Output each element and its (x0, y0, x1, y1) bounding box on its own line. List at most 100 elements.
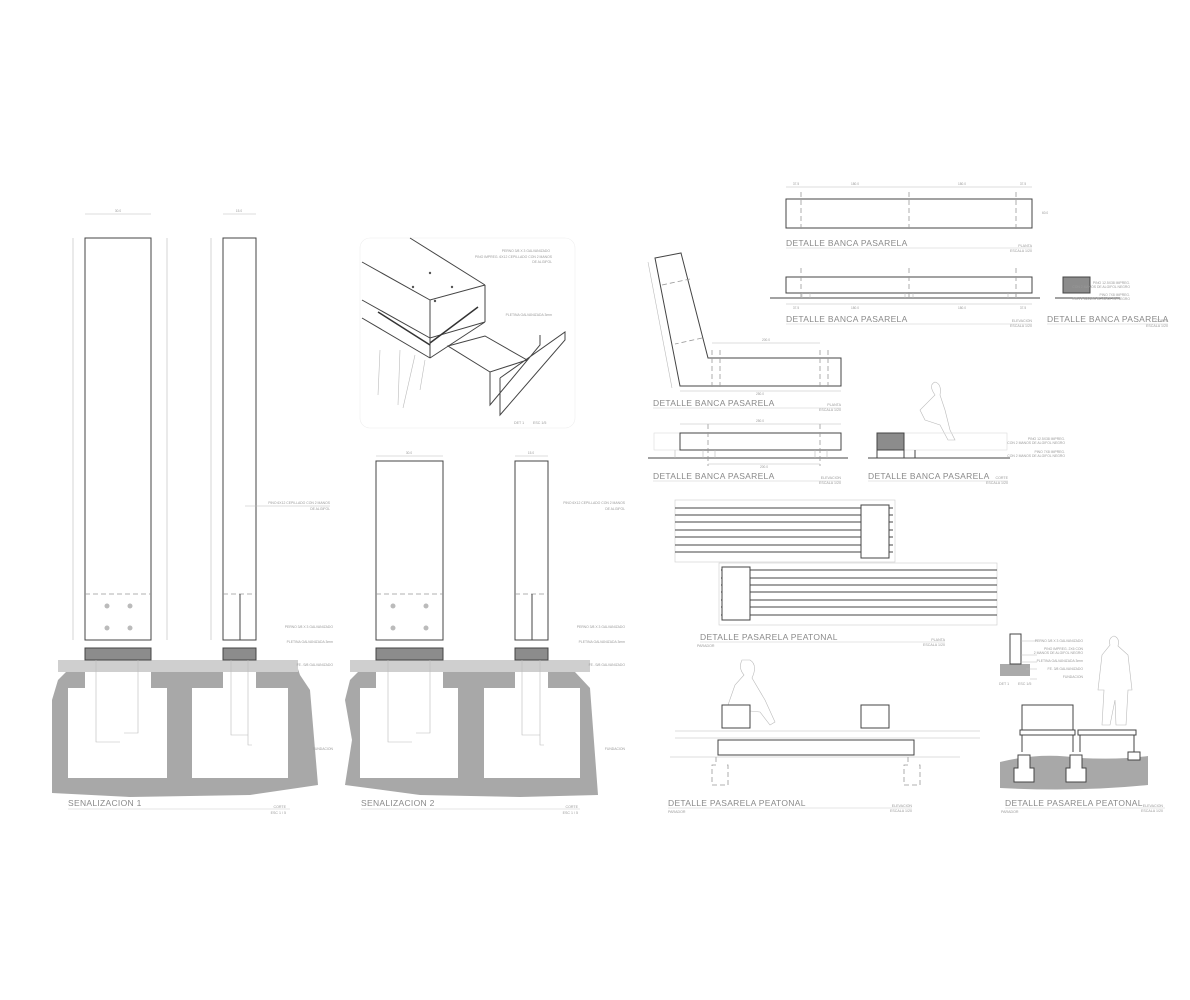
subtitle: PARADOR (668, 810, 686, 814)
scale-label: ESC 1 / 5 (563, 811, 578, 815)
note-bolt: PERNO 3/8 X 3 GALVANIZADO (502, 249, 551, 253)
note-leg-2: CON 2 MANOS DE ALGIFOL NEGRO (1007, 454, 1065, 458)
scale-label: ESCALA 1/20 (819, 481, 841, 485)
drawing-title: DETALLE BANCA PASARELA (653, 471, 775, 481)
pasarela-elevacion-2: PERNO 3/8 X 3 GALVANIZADO PINO IMPREG. 2… (999, 633, 1165, 814)
dim: 180.0 (851, 306, 859, 310)
note-seat: PINO 12.5X38 IMPREG. (1093, 281, 1130, 285)
note-leg: PINO 7X8 IMPREG. (1099, 293, 1130, 297)
bench (1021, 704, 1074, 731)
det-post (1009, 633, 1022, 665)
note-wood: PINO IMPREG. 6X12 CEPILLADO CON 2 MANOS (475, 255, 553, 259)
det1-isometric: PERNO 3/8 X 3 GALVANIZADO PINO IMPREG. 6… (359, 237, 576, 429)
base-plate (514, 647, 549, 661)
banca-l-corte: PINO 12.5X38 IMPREG. CON 2 MANOS DE ALGI… (868, 381, 1065, 485)
bench (721, 704, 751, 729)
dim-front-width: 30.0 (406, 451, 412, 455)
scale-label: ESC 1 / 5 (271, 811, 286, 815)
scale-label: ESCALA 1/20 (923, 643, 945, 647)
view-label: ELEVACION (1012, 319, 1033, 323)
note-wood-2: DE ALGIFOL (605, 507, 625, 511)
note-wood: PINO IMPREG. 2X6 CON (1044, 647, 1084, 651)
view-label: PLANTA (1018, 244, 1032, 248)
drawing-title: DETALLE BANCA PASARELA (786, 314, 908, 324)
ground-top-layer (58, 660, 298, 672)
dim: 180.0 (958, 182, 966, 186)
drawing-title: DETALLE BANCA PASARELA (868, 471, 990, 481)
dim: 37.5 (793, 306, 799, 310)
view-label: CORTE (995, 476, 1008, 480)
deck (1077, 729, 1137, 736)
deck-beam (717, 739, 915, 756)
scale-label: ESCALA 1/20 (1010, 324, 1032, 328)
note-plate: PLETINA GALVANIZADA 3mm (506, 313, 553, 317)
post-front (375, 460, 444, 641)
drawing-title: DETALLE BANCA PASARELA (653, 398, 775, 408)
post-front (84, 237, 152, 641)
bench-plan (721, 566, 751, 621)
senalizacion-2: 30.0 15.0 PINO 6X12 CEPILLADO CON 2 MANO… (345, 451, 626, 815)
person-silhouette (1097, 635, 1133, 726)
banca-corte: PINO 12.5X38 IMPREG. CON 2 MANOS DE ALGI… (1047, 276, 1169, 328)
view-label: PLANTA (827, 403, 841, 407)
base-plate (375, 647, 444, 661)
note-rebar: FE. /3/8 GALVANIZADO (297, 663, 334, 667)
note-plate: PLETINA GALVANIZADA 3mm (287, 640, 334, 644)
note-bolt: PERNO 3/8 X 3 GALVANIZADO (285, 625, 334, 629)
view-label: PLANTA (931, 638, 945, 642)
dim-front-width: 30.0 (115, 209, 121, 213)
note-leg: PINO 7X8 IMPREG. (1034, 450, 1065, 454)
note-seat-2: CON 2 MANOS DE ALGIFOL NEGRO (1072, 285, 1130, 289)
drawing-title: SENALIZACION 1 (68, 798, 142, 808)
note-leg-2: CON 2 MANOS DE ALGIFOL NEGRO (1072, 297, 1130, 301)
det-label: DET 1 (514, 421, 524, 425)
scale-label: ESCALA 1/20 (986, 481, 1008, 485)
view-label: ELEVACION (1143, 804, 1164, 808)
dim: 250.0 (756, 419, 764, 423)
banca-l-elevacion: 250.0 200.0 DETALLE BANCA PASARELA ELEVA… (648, 419, 848, 485)
senalizacion-1: 30.0 15.0 PINO 6X12 CEPILLADO CON 2 MANO… (52, 209, 334, 815)
note-wood-2: 2 MANOS DE ALGIFOL NEGRO (1034, 651, 1084, 655)
note-wood-2: DE ALGIFOL (532, 260, 552, 264)
det-scale: ESC 1/5 (1018, 682, 1031, 686)
dim: 180.0 (958, 306, 966, 310)
banca-elevacion: 37.5 180.0 180.0 37.5 DETALLE BANCA PASA… (770, 268, 1040, 328)
dim: 180.0 (851, 182, 859, 186)
drawing-title: SENALIZACION 2 (361, 798, 435, 808)
scale-label: ESCALA 1/20 (819, 408, 841, 412)
bench-elevation (679, 432, 842, 451)
banca-l-planta: 200.0 250.0 DETALLE BANCA PASARELA PLANT… (647, 252, 842, 412)
note-seat-2: CON 2 MANOS DE ALGIFOL NEGRO (1007, 441, 1065, 445)
view-label: ELEVACION (892, 804, 913, 808)
view-label: CORTE (1155, 319, 1168, 323)
subtitle: PARADOR (1001, 810, 1019, 814)
note-plate: PLETINA GALVANIZADA 3mm (1037, 659, 1084, 663)
footing-void (85, 672, 151, 688)
det-label: DET 1 (999, 682, 1009, 686)
dim-depth: 60.0 (1042, 211, 1048, 215)
det-scale: ESC 1/5 (533, 421, 546, 425)
drawing-title: DETALLE PASARELA PEATONAL (1005, 798, 1143, 808)
note-plate: PLETINA GALVANIZADA 3mm (579, 640, 626, 644)
scale-label: ESCALA 1/20 (1146, 324, 1168, 328)
dim-side-width: 15.0 (236, 209, 242, 213)
bench-section (1062, 276, 1091, 294)
bench-l-plan (654, 252, 842, 387)
dim: 250.0 (756, 392, 764, 396)
note-wood-2: DE ALGIFOL (310, 507, 330, 511)
note-foundation: FUNDACION (1063, 675, 1084, 679)
scale-label: ESCALA 1/20 (1141, 809, 1163, 813)
bolt-icon (104, 603, 133, 631)
view-label: CORTE (273, 805, 286, 809)
person-silhouette (727, 659, 776, 726)
note-wood: PINO 6X12 CEPILLADO CON 2 MANOS (268, 501, 331, 505)
post-side (222, 237, 257, 641)
drawing-title: DETALLE BANCA PASARELA (1047, 314, 1169, 324)
drawing-title: DETALLE BANCA PASARELA (786, 238, 908, 248)
footing-void (223, 672, 256, 688)
dim: 37.5 (1020, 182, 1026, 186)
ground-section (52, 660, 318, 797)
note-wood: PINO 6X12 CEPILLADO CON 2 MANOS (563, 501, 626, 505)
banca-planta: 37.5 180.0 180.0 37.5 60.0 DETALLE BANCA… (785, 182, 1048, 253)
